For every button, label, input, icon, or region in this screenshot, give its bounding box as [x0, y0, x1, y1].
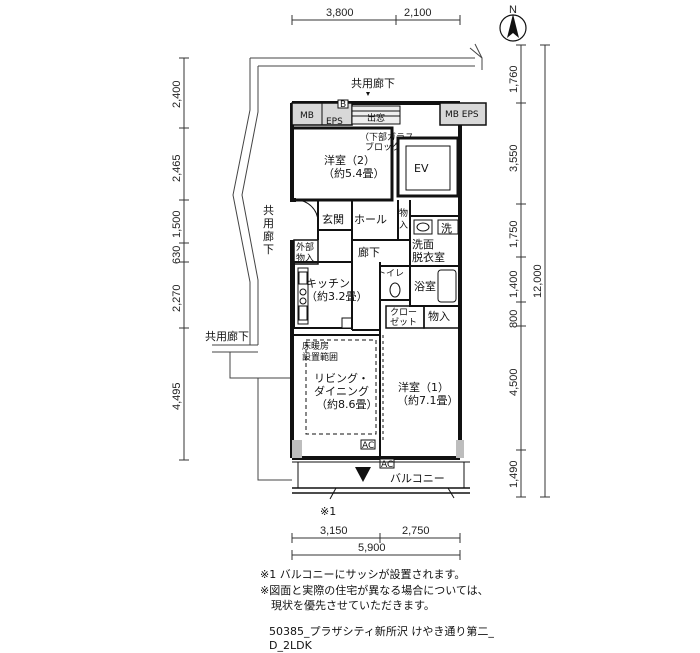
- hallway-label: 廊下: [358, 245, 380, 259]
- washer-label: 洗: [441, 222, 452, 235]
- svg-text:（約7.1畳）: （約7.1畳）: [397, 393, 459, 407]
- entry-arrow-icon: [366, 92, 370, 96]
- dim-top-1: 3,800: [326, 7, 354, 19]
- top-dimension: [291, 15, 461, 25]
- mb-label: MB: [300, 111, 314, 121]
- ac-unit-2: AC: [379, 458, 395, 470]
- dim-right-4: 1,400: [508, 270, 520, 298]
- storage-2: 物入: [423, 305, 461, 329]
- dim-right-6: 4,500: [508, 368, 520, 396]
- mb-eps-right: MB EPS: [439, 102, 487, 126]
- right-dimension: [516, 44, 550, 498]
- outside-storage: 外部 物入: [293, 239, 319, 265]
- b-box-label: B: [340, 100, 346, 110]
- dim-right-1: 1,760: [508, 65, 520, 93]
- dim-right-total: 12,000: [532, 264, 544, 298]
- bay-window: [351, 105, 401, 125]
- mb-eps-left: MB EPS B: [291, 99, 353, 127]
- balcony-arrow-icon: [355, 467, 371, 482]
- svg-text:物: 物: [399, 207, 408, 219]
- note-sash: ※1 バルコニーにサッシが設置されます。: [260, 568, 466, 581]
- svg-text:（約5.4畳）: （約5.4畳）: [323, 166, 385, 180]
- interior-partitions: [294, 262, 381, 458]
- closet: クロー ゼット: [385, 305, 425, 329]
- dim-bottom-2: 2,750: [402, 525, 430, 537]
- svg-text:浴室: 浴室: [414, 279, 436, 293]
- dim-right-7: 1,490: [508, 460, 520, 488]
- corridor-top-label: 共用廊下: [351, 76, 395, 90]
- svg-text:用: 用: [263, 217, 274, 230]
- bottom-dimension: [291, 533, 461, 560]
- dim-right-5: 800: [508, 310, 520, 328]
- western-room-2: 洋室（2） （約5.4畳）: [290, 126, 394, 202]
- note-priority: 現状を優先させていただきます。: [260, 599, 435, 612]
- footer-line-1: 50385_プラザシティ新所沢 けやき通り第二_: [269, 625, 494, 638]
- svg-text:洗面: 洗面: [412, 238, 434, 251]
- dim-right-3: 1,750: [508, 220, 520, 248]
- corridor-left-label: 共用廊下: [205, 329, 249, 343]
- svg-text:洋室（1）: 洋室（1）: [398, 380, 449, 394]
- svg-text:下: 下: [263, 243, 274, 256]
- svg-text:MB EPS: MB EPS: [445, 110, 479, 120]
- dim-left-6: 4,495: [171, 382, 183, 410]
- svg-text:脱衣室: 脱衣室: [412, 250, 445, 264]
- svg-text:共: 共: [263, 204, 274, 217]
- western-room-1: 洋室（1） （約7.1畳）: [397, 380, 459, 407]
- svg-text:キッチン: キッチン: [306, 277, 350, 290]
- dim-left-1: 2,400: [171, 80, 183, 108]
- note-difference: ※図面と実際の住宅が異なる場合については、: [260, 584, 489, 597]
- svg-text:外部: 外部: [296, 241, 314, 253]
- bay-window-label: 出窓: [367, 112, 385, 124]
- washroom: 洗 洗面 脱衣室: [409, 215, 461, 267]
- dim-left-2: 2,465: [171, 154, 183, 182]
- eps-label: EPS: [326, 117, 343, 127]
- svg-text:入: 入: [399, 220, 408, 231]
- north-arrow-icon: N: [499, 4, 527, 42]
- svg-text:ダイニング: ダイニング: [314, 384, 369, 398]
- svg-text:（約3.2畳）: （約3.2畳）: [306, 289, 368, 303]
- kitchen: キッチン （約3.2畳）: [293, 261, 368, 329]
- svg-text:ゼット: ゼット: [390, 316, 417, 328]
- corridor-side-label: 共 用 廊 下: [263, 204, 274, 256]
- dim-bottom-total: 5,900: [358, 542, 386, 554]
- toilet: トイレ: [377, 265, 411, 301]
- svg-text:クロー: クロー: [390, 307, 417, 318]
- svg-text:物入: 物入: [428, 309, 450, 323]
- svg-text:洋室（2）: 洋室（2）: [324, 153, 375, 167]
- svg-text:（約8.6畳）: （約8.6畳）: [316, 397, 378, 411]
- svg-text:トイレ: トイレ: [377, 269, 404, 279]
- note-mark-1: ※1: [320, 505, 336, 518]
- entry-door-swing: [295, 199, 319, 223]
- svg-text:設置範囲: 設置範囲: [302, 351, 338, 363]
- entrance-label: 玄関: [322, 212, 344, 226]
- dim-left-5: 2,270: [171, 284, 183, 312]
- svg-text:床暖房: 床暖房: [302, 340, 329, 352]
- dim-left-4: 630: [171, 246, 183, 264]
- common-corridor-outline: [212, 43, 483, 481]
- svg-text:リビング・: リビング・: [314, 371, 369, 385]
- living-dining: 床暖房 設置範囲 リビング・ ダイニング （約8.6畳）: [302, 339, 378, 435]
- svg-text:廊: 廊: [263, 229, 274, 243]
- dim-left-3: 1,500: [171, 210, 183, 238]
- bath: 浴室: [409, 265, 461, 307]
- ac-unit-1: AC: [360, 439, 376, 451]
- balcony-label: バルコニー: [390, 472, 445, 485]
- dim-top-2: 2,100: [404, 7, 432, 19]
- elevator-shaft: EV: [396, 136, 460, 198]
- ev-label: EV: [414, 162, 429, 175]
- left-dimension: [179, 57, 189, 461]
- footer-line-2: D_2LDK: [269, 639, 312, 652]
- svg-text:AC: AC: [362, 441, 374, 451]
- dim-bottom-1: 3,150: [320, 525, 348, 537]
- svg-text:AC: AC: [381, 460, 393, 470]
- dim-right-2: 3,550: [508, 144, 520, 172]
- balcony: [292, 461, 470, 500]
- north-label: N: [509, 4, 517, 16]
- hall-label: ホール: [354, 213, 387, 226]
